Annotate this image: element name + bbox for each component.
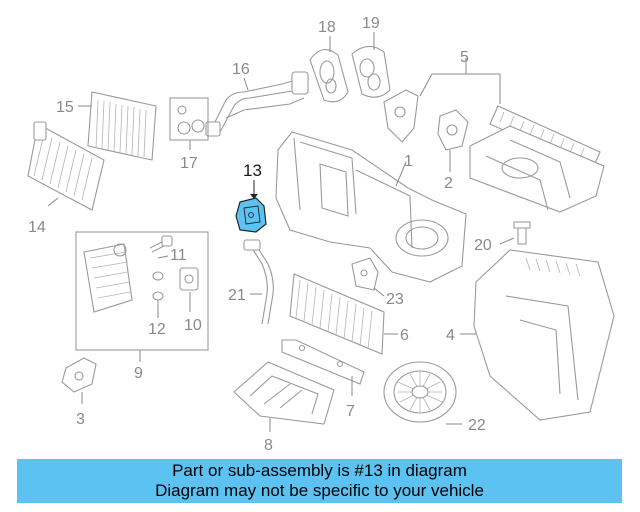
callout-6: 6	[400, 327, 409, 344]
part-16-heater-pipes	[205, 71, 309, 137]
info-banner: Part or sub-assembly is #13 in diagram D…	[17, 459, 622, 503]
part-8-tray	[233, 361, 335, 425]
banner-line-1: Part or sub-assembly is #13 in diagram	[172, 461, 467, 480]
parts-diagram: 18 19 16 15 17 14	[27, 15, 615, 454]
callout-2: 2	[444, 175, 453, 192]
part-12-nut	[152, 271, 164, 301]
part-7-bracket	[281, 339, 365, 385]
callout-12: 12	[148, 321, 166, 338]
callout-16: 16	[232, 61, 250, 78]
callout-7: 7	[346, 403, 355, 420]
part-6-cabin-filter	[289, 273, 385, 355]
callout-8: 8	[264, 437, 273, 454]
part-20-screw	[513, 221, 531, 245]
part-9-box	[75, 231, 209, 351]
callout-3: 3	[76, 411, 85, 428]
part-17-clips	[169, 97, 209, 141]
callout-15: 15	[56, 99, 74, 116]
part-10-sensor	[179, 267, 199, 291]
banner-line-2: Diagram may not be specific to your vehi…	[155, 481, 484, 500]
callout-19: 19	[362, 15, 380, 32]
part-19-gasket	[351, 45, 391, 98]
callout-14: 14	[28, 219, 46, 236]
callout-1: 1	[404, 153, 413, 170]
part-4-lower-housing	[473, 249, 615, 421]
callout-11: 11	[170, 247, 187, 264]
part-1-main-housing	[275, 131, 467, 283]
callout-18: 18	[318, 19, 336, 36]
part-18-gasket	[309, 49, 349, 103]
part-3-bracket	[61, 357, 97, 393]
callout-4: 4	[446, 327, 455, 344]
part-22-blower-motor	[383, 361, 457, 423]
part-13-highlighted	[235, 197, 267, 233]
part-2-actuator	[437, 109, 469, 151]
callout-13: 13	[243, 161, 262, 180]
callout-5: 5	[460, 49, 469, 66]
part-14-evaporator	[27, 121, 105, 211]
callout-10: 10	[184, 317, 202, 334]
part-upper-housing	[469, 125, 605, 213]
callout-23: 23	[386, 291, 404, 308]
part-11-screw	[149, 235, 173, 253]
callout-20: 20	[474, 237, 492, 254]
part-15-heater-core	[87, 91, 157, 161]
part-21-drain-hose	[243, 239, 274, 325]
callout-21: 21	[228, 287, 246, 304]
part-23-bracket	[351, 257, 379, 291]
callout-17: 17	[180, 155, 198, 172]
callout-9: 9	[134, 365, 143, 382]
callout-22: 22	[468, 417, 486, 434]
